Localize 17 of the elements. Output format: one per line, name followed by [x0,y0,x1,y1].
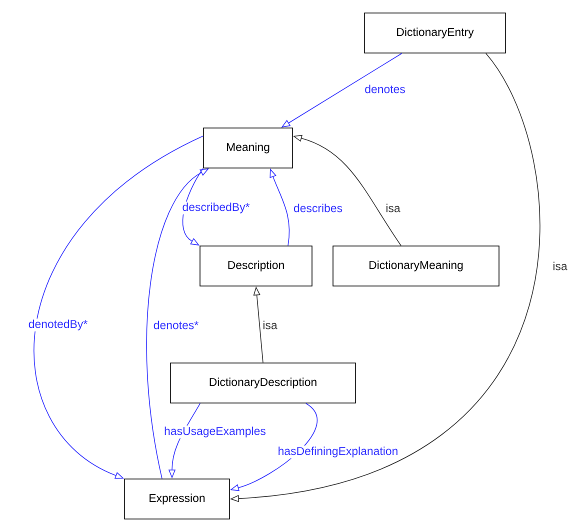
class-box: DictionaryDescription [170,362,356,404]
class-box: DictionaryEntry [364,12,506,54]
class-box: Meaning [203,128,293,168]
edge-label: denotes [364,84,406,94]
edge-label: describedBy* [181,202,251,214]
edge-label: describes [292,202,344,214]
edge-label: isa [552,260,568,272]
class-box: Description [200,246,312,286]
arrow [34,136,204,479]
class-box: DictionaryMeaning [332,246,500,286]
edge-label: denotedBy* [27,318,89,332]
edge-label: isa [262,320,278,330]
class-box: Expression [124,478,230,520]
edge-label: hasDefiningExplanation [276,446,400,458]
edge-label: denotes* [152,320,200,330]
edge-label: hasUsageExamples [163,426,267,438]
edge-label: isa [384,202,402,214]
